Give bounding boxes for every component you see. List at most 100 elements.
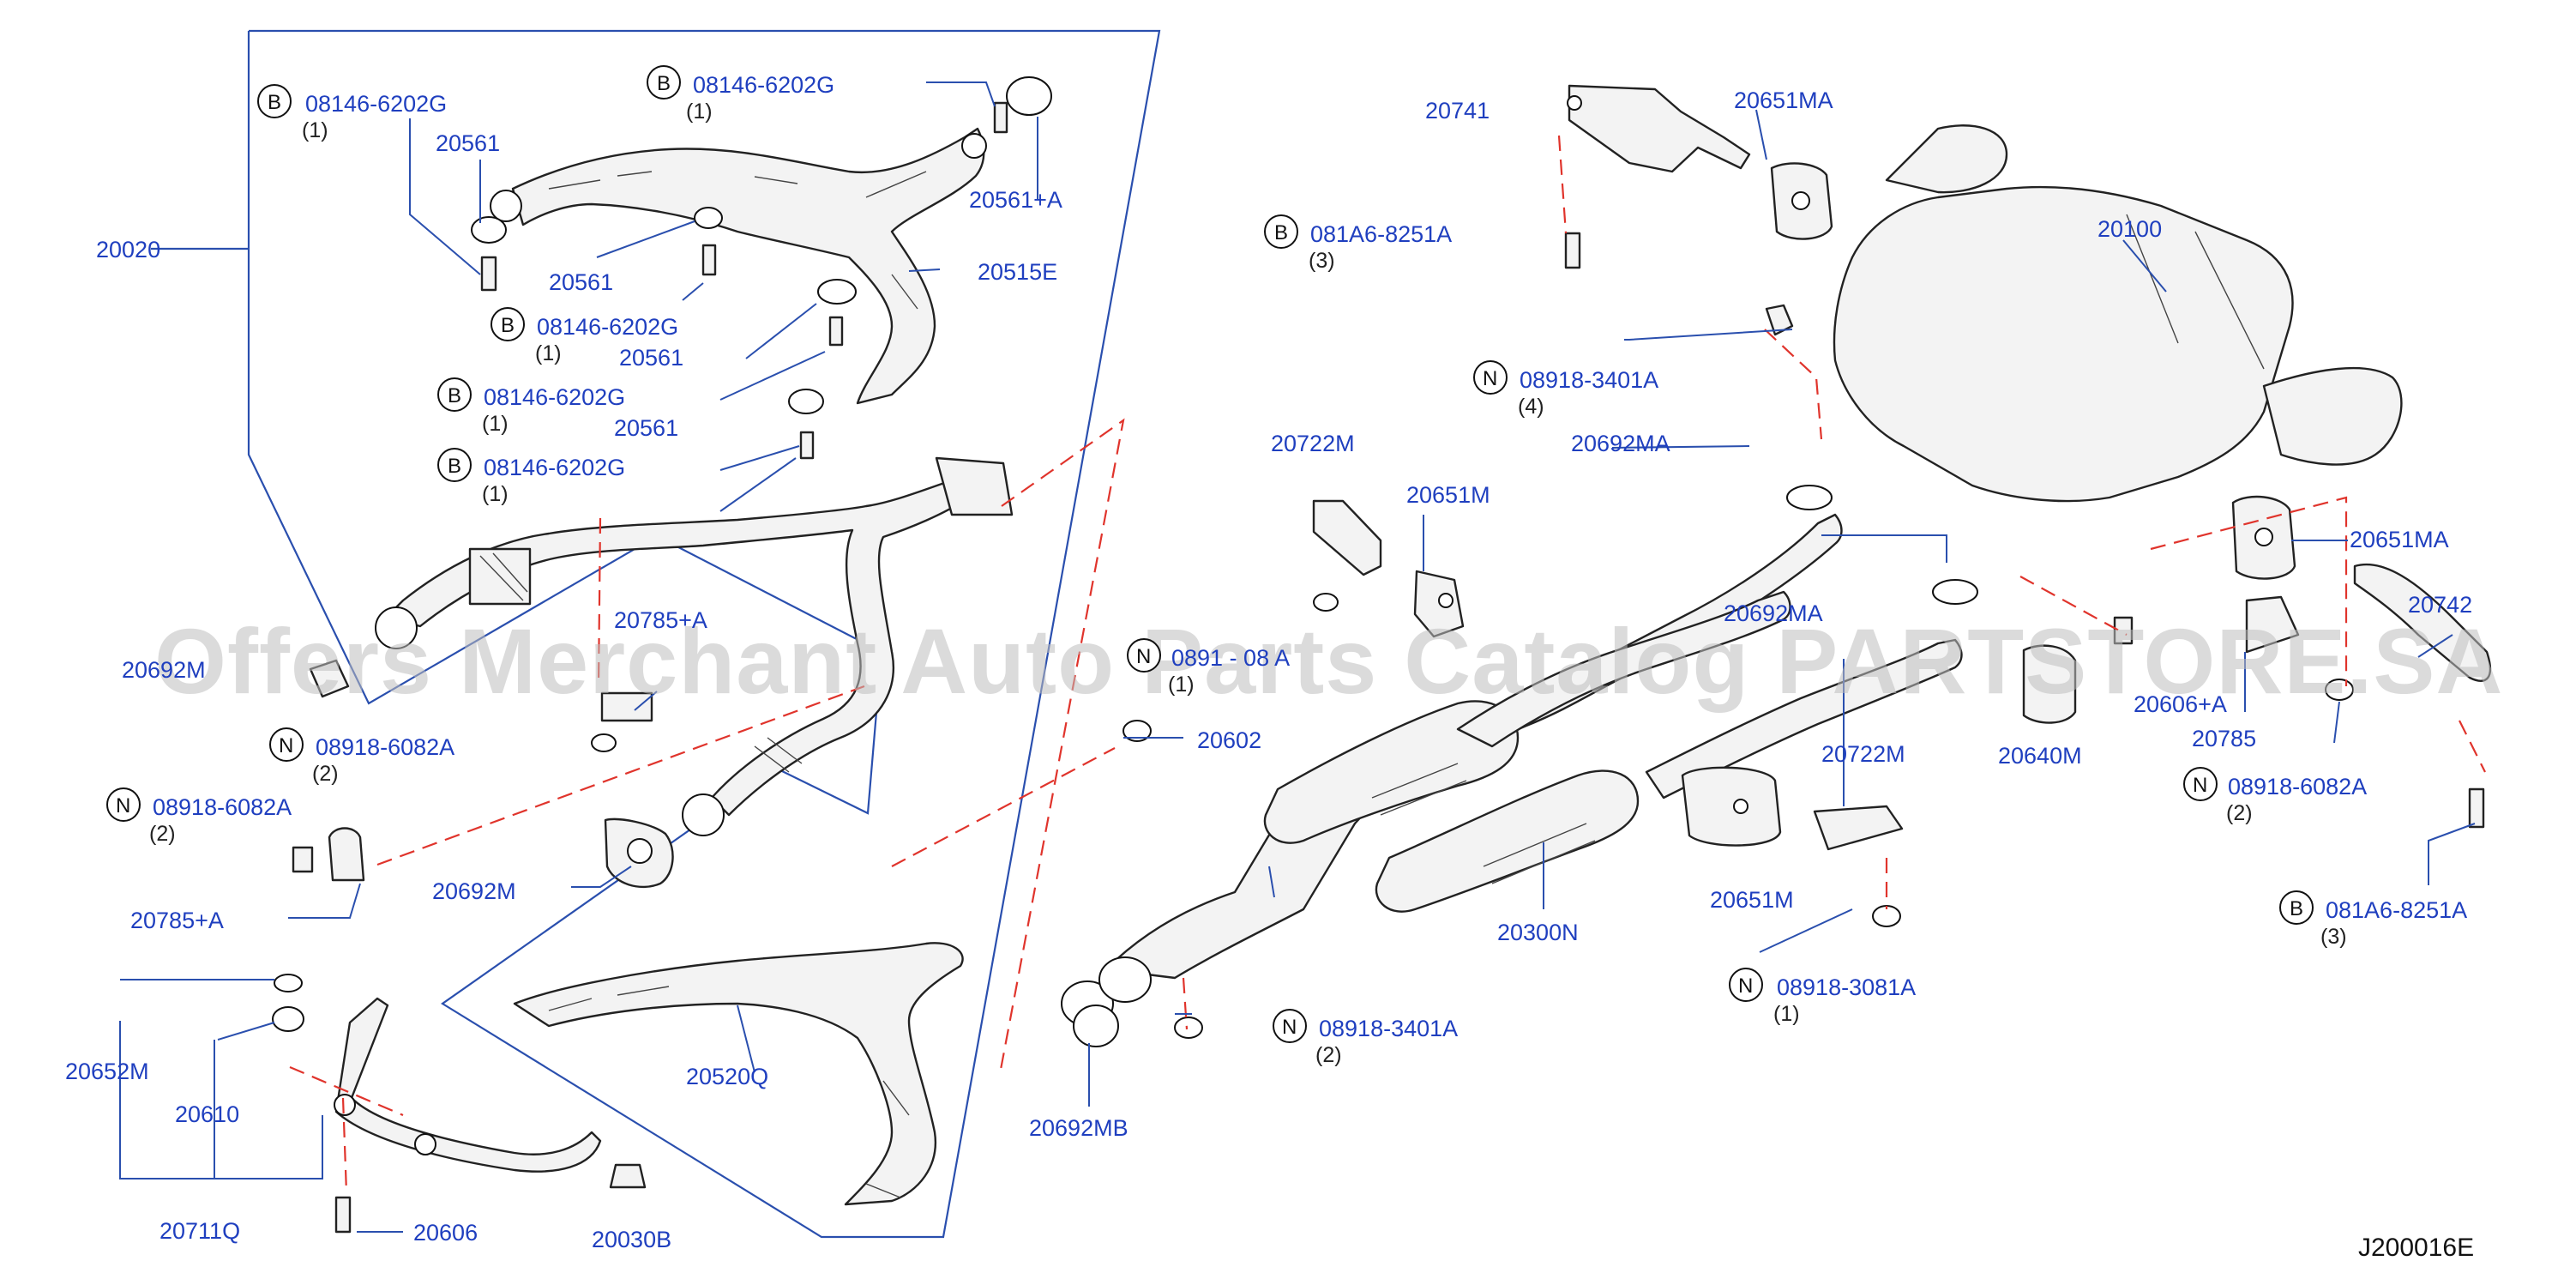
part-label-20610[interactable]: 20610 (175, 1101, 239, 1127)
badge-n6: N (1738, 974, 1753, 998)
qty-n1: (2) (312, 762, 339, 786)
code-n3: 0891 - 08 A (1171, 645, 1290, 671)
badge-n2: N (116, 794, 130, 817)
fastener-callouts: B 08146-6202G (1) B 08146-6202G (1) B 08… (106, 65, 2467, 1067)
fastener-b3[interactable]: B 08146-6202G (1) (491, 307, 678, 365)
part-label-20100[interactable]: 20100 (2098, 216, 2162, 242)
left-hanger-parts (292, 691, 674, 889)
part-label-20606A[interactable]: 20606+A (2134, 691, 2227, 717)
part-label-20606[interactable]: 20606 (413, 1220, 478, 1246)
part-label-20711Q[interactable]: 20711Q (159, 1218, 240, 1244)
part-label-20561-b[interactable]: 20561 (549, 269, 613, 295)
bracket-20711Q (272, 974, 647, 1234)
center-pipe-20300N (1061, 485, 1978, 1027)
front-exhaust-pipe (309, 456, 1014, 836)
code-n6: 08918-3081A (1777, 974, 1916, 1000)
fastener-n5[interactable]: N 08918-3401A (2) (1273, 1009, 1458, 1067)
part-label-20030B[interactable]: 20030B (592, 1227, 671, 1252)
qty-b4: (1) (482, 412, 509, 436)
badge-b2: B (657, 72, 671, 95)
part-label-20651M-b[interactable]: 20651M (1710, 887, 1794, 913)
badge-b6: B (1274, 221, 1288, 244)
part-label-20785A-top[interactable]: 20785+A (614, 607, 707, 633)
badge-b4: B (448, 384, 461, 407)
part-label-20692M[interactable]: 20692M (432, 878, 516, 904)
fastener-n4[interactable]: N 08918-3401A (4) (1473, 360, 1658, 419)
qty-b6: (3) (1309, 249, 1335, 273)
part-label-20561-d[interactable]: 20561 (614, 415, 678, 441)
part-label-20020[interactable]: 20020 (96, 237, 160, 262)
part-label-20640M[interactable]: 20640M (1998, 743, 2082, 769)
code-b2: 08146-6202G (693, 72, 834, 98)
part-label-20561A[interactable]: 20561+A (969, 187, 1062, 213)
part-label-20742[interactable]: 20742 (2408, 592, 2472, 618)
part-label-20561-a[interactable]: 20561 (436, 130, 500, 156)
badge-n3: N (1136, 645, 1151, 668)
leader-lines (119, 81, 2476, 1233)
part-label-20692M-left[interactable]: 20692M (122, 657, 206, 683)
fastener-b5[interactable]: B 08146-6202G (1) (437, 448, 625, 506)
fastener-n1[interactable]: N 08918-6082A (2) (269, 727, 454, 786)
part-label-20692MA-b[interactable]: 20692MA (1724, 600, 1823, 626)
part-label-20785A[interactable]: 20785+A (130, 908, 224, 933)
code-b7: 081A6-8251A (2326, 897, 2467, 923)
bolt-icons-08146-6202G (480, 101, 1008, 460)
qty-n4: (4) (1518, 395, 1544, 419)
fastener-b2[interactable]: B 08146-6202G (1) (647, 65, 834, 124)
badge-n7: N (2193, 774, 2207, 797)
qty-n3: (1) (1168, 673, 1195, 697)
part-label-20692MA-a[interactable]: 20692MA (1571, 431, 1670, 456)
part-label-20692MB[interactable]: 20692MB (1029, 1115, 1129, 1141)
heat-shield-20520Q (513, 942, 964, 1206)
code-n5: 08918-3401A (1319, 1016, 1458, 1041)
code-b4: 08146-6202G (484, 384, 625, 410)
qty-b1: (1) (302, 118, 328, 142)
part-label-20785[interactable]: 20785 (2192, 726, 2256, 751)
watermark-text: Offers Merchant Auto Parts Catalog PARTS… (154, 609, 2503, 713)
part-label-20561-c[interactable]: 20561 (619, 345, 683, 371)
badge-n4: N (1483, 367, 1497, 390)
badge-n1: N (279, 734, 293, 757)
center-hanger-parts (1073, 499, 1904, 1047)
part-label-20300N[interactable]: 20300N (1497, 920, 1579, 945)
fastener-n3[interactable]: N 0891 - 08 A (1) (1127, 638, 1290, 697)
qty-n7: (2) (2226, 801, 2253, 825)
rear-muffler-20100 (1564, 84, 2403, 503)
fastener-b1[interactable]: B 08146-6202G (1) (257, 84, 447, 142)
code-b5: 08146-6202G (484, 455, 625, 480)
part-label-20741[interactable]: 20741 (1425, 98, 1490, 124)
fastener-n7[interactable]: N 08918-6082A (2) (2183, 767, 2367, 825)
part-label-20520Q[interactable]: 20520Q (686, 1064, 768, 1089)
diagram-code: J200016E (2358, 1234, 2474, 1262)
fastener-b7[interactable]: B 081A6-8251A (3) (2279, 890, 2467, 949)
code-b1: 08146-6202G (305, 91, 447, 117)
code-n2: 08918-6082A (153, 794, 292, 820)
code-n7: 08918-6082A (2228, 774, 2367, 799)
part-label-20722M-a[interactable]: 20722M (1271, 431, 1355, 456)
badge-b7: B (2290, 897, 2303, 920)
code-b6: 081A6-8251A (1310, 221, 1452, 247)
part-label-20651MA-a[interactable]: 20651MA (1734, 87, 1833, 113)
qty-n5: (2) (1315, 1043, 1342, 1067)
part-label-20652M[interactable]: 20652M (65, 1059, 149, 1084)
badge-b5: B (448, 455, 461, 478)
code-n1: 08918-6082A (316, 734, 454, 760)
clamp-icons-20561 (471, 76, 1052, 414)
qty-n6: (1) (1773, 1002, 1800, 1026)
fastener-n2[interactable]: N 08918-6082A (2) (106, 787, 292, 846)
group-outline-front-assembly (151, 29, 1161, 1239)
fastener-n6[interactable]: N 08918-3081A (1) (1729, 968, 1916, 1026)
part-label-20602[interactable]: 20602 (1197, 727, 1261, 753)
badge-b3: B (501, 314, 515, 337)
part-label-20722M-b[interactable]: 20722M (1821, 741, 1905, 767)
fastener-b6[interactable]: B 081A6-8251A (3) (1264, 214, 1452, 273)
fastener-b4[interactable]: B 08146-6202G (1) (437, 377, 625, 436)
part-label-20651M-a[interactable]: 20651M (1406, 482, 1490, 508)
qty-b7: (3) (2320, 925, 2347, 949)
code-b3: 08146-6202G (537, 314, 678, 340)
part-label-20515E[interactable]: 20515E (978, 259, 1057, 285)
part-label-20651MA-b[interactable]: 20651MA (2350, 527, 2449, 552)
badge-b1: B (268, 91, 281, 114)
qty-n2: (2) (149, 822, 176, 846)
